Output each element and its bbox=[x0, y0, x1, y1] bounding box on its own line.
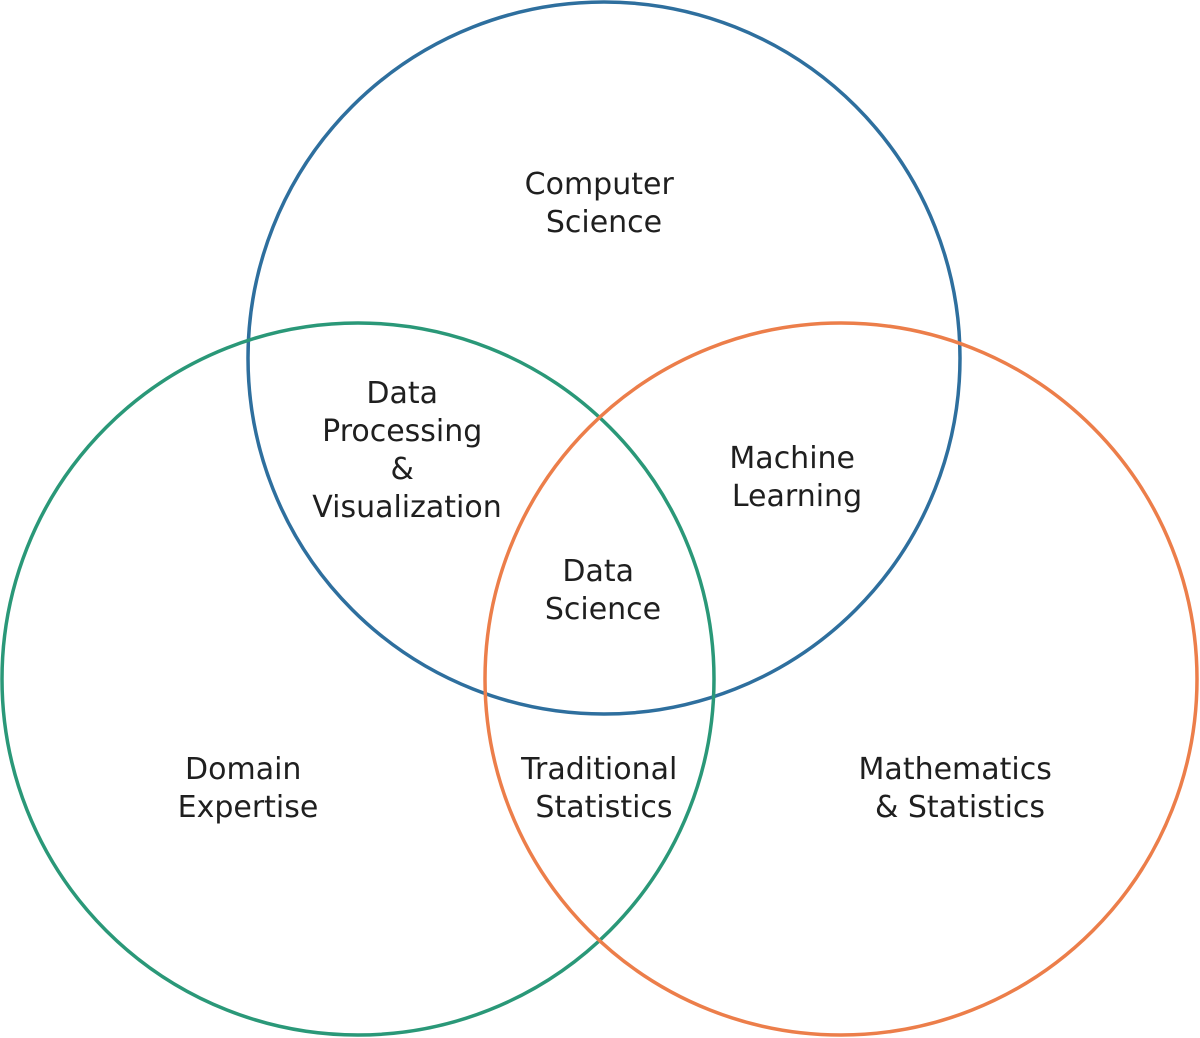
data-processing-label-line-1: Data bbox=[366, 376, 438, 411]
mathematics-statistics-label: Mathematics & Statistics bbox=[859, 752, 1062, 825]
computer-science-label: Computer Science bbox=[525, 167, 684, 240]
traditional-statistics-label-line-1: Traditional bbox=[520, 752, 677, 787]
data-processing-label-line-4: Visualization bbox=[312, 490, 502, 525]
data-science-label-line-1: Data bbox=[562, 554, 634, 589]
machine-learning-label-line-2: Learning bbox=[732, 479, 862, 514]
traditional-statistics-label-line-2: Statistics bbox=[535, 790, 672, 825]
mathematics-statistics-label-line-2: & Statistics bbox=[875, 790, 1045, 825]
computer-science-circle bbox=[246, 0, 962, 716]
computer-science-label-line-1: Computer bbox=[525, 167, 675, 202]
computer-science-label-line-2: Science bbox=[546, 205, 662, 240]
data-processing-label-line-2: Processing bbox=[322, 414, 482, 449]
machine-learning-label: Machine Learning bbox=[729, 441, 864, 514]
data-science-label-line-2: Science bbox=[545, 592, 661, 627]
labels: Computer Science Data Processing & Visua… bbox=[178, 167, 1062, 825]
domain-expertise-circle bbox=[0, 321, 716, 1037]
data-processing-label-line-3: & bbox=[391, 452, 414, 487]
mathematics-statistics-circle bbox=[483, 321, 1199, 1037]
data-science-label: Data Science bbox=[545, 554, 661, 627]
machine-learning-label-line-1: Machine bbox=[729, 441, 855, 476]
traditional-statistics-label: Traditional Statistics bbox=[520, 752, 687, 825]
mathematics-statistics-label-line-1: Mathematics bbox=[859, 752, 1052, 787]
data-processing-visualization-label: Data Processing & Visualization bbox=[312, 376, 502, 525]
domain-expertise-label-line-2: Expertise bbox=[178, 790, 319, 825]
domain-expertise-label-line-1: Domain bbox=[185, 752, 301, 787]
domain-expertise-label: Domain Expertise bbox=[178, 752, 319, 825]
